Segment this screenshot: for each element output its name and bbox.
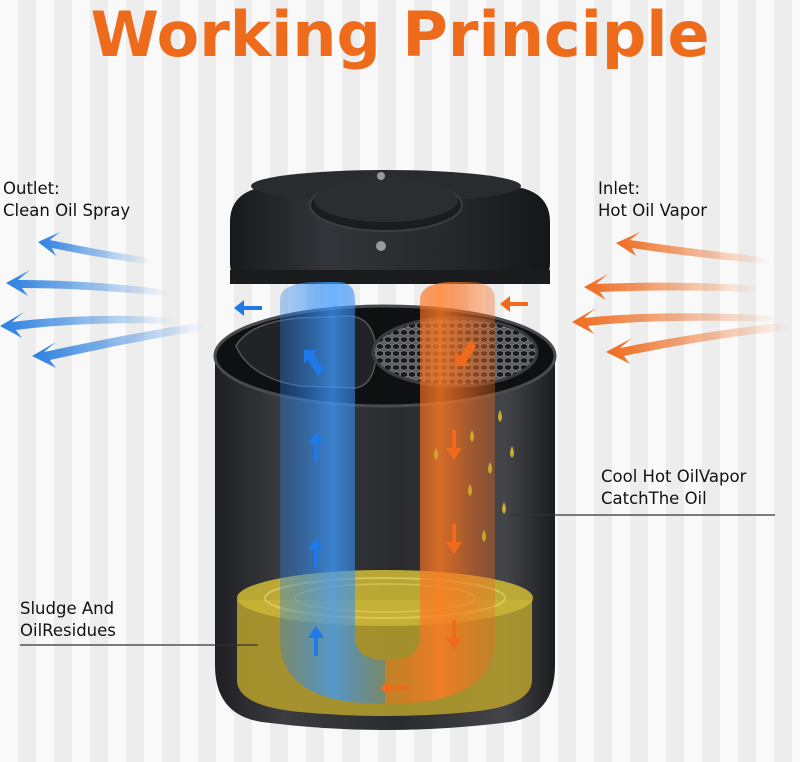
inlet-streaks	[572, 232, 790, 364]
catch-oil-label-line1: Cool Hot OilVapor	[601, 466, 746, 488]
inlet-label-line1: Inlet:	[598, 178, 707, 200]
left-arrow-icon	[606, 322, 790, 364]
left-arrow-icon	[32, 322, 205, 368]
catch-oil-label-line2: CatchThe Oil	[601, 488, 746, 510]
catch-oil-label: Cool Hot OilVapor CatchThe Oil	[601, 466, 746, 510]
sludge-label: Sludge And OilResidues	[20, 598, 116, 642]
left-arrow-icon	[38, 232, 150, 264]
catch-can-cap	[230, 170, 550, 284]
outlet-label-line1: Outlet:	[3, 178, 130, 200]
inlet-label-line2: Hot Oil Vapor	[598, 200, 707, 222]
left-arrow-icon	[584, 274, 760, 300]
sludge-label-line2: OilResidues	[20, 620, 116, 642]
outlet-label-line2: Clean Oil Spray	[3, 200, 130, 222]
outlet-streaks	[0, 232, 205, 368]
outlet-label: Outlet: Clean Oil Spray	[3, 178, 130, 222]
inlet-label: Inlet: Hot Oil Vapor	[598, 178, 707, 222]
left-arrow-icon	[616, 232, 770, 264]
left-arrow-icon	[500, 296, 528, 312]
left-arrow-icon	[6, 270, 170, 296]
sludge-label-line1: Sludge And	[20, 598, 116, 620]
left-arrow-icon	[234, 300, 262, 316]
